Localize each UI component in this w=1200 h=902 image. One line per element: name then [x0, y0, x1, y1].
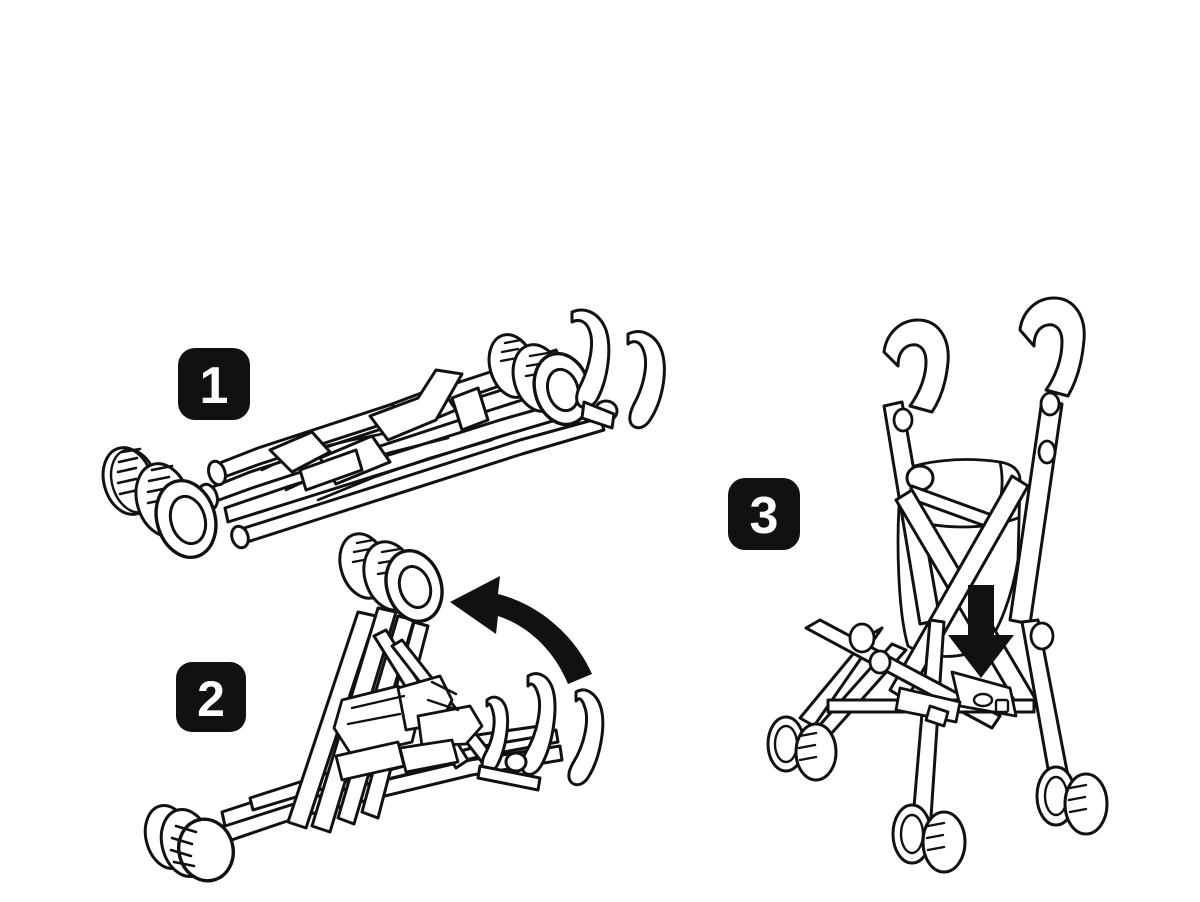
- hinge-block-1: [268, 430, 332, 474]
- handle-collar-left-step3: [892, 407, 914, 433]
- seat-crease-d-step2: [426, 698, 460, 712]
- step-badge-2-number: 2: [197, 671, 225, 727]
- folded-seat-cluster-step2: [332, 684, 422, 758]
- leg-joint-left-step3: [848, 622, 876, 654]
- step-badge-2-bg: [176, 662, 246, 732]
- latch-hole-step3: [972, 692, 994, 708]
- step-badge-3: 3: [728, 478, 800, 550]
- wheel-fl-treads: [797, 731, 818, 762]
- latch-clip: [298, 448, 364, 492]
- push-down-arrow-shape: [948, 585, 1014, 678]
- wheel-rr-near-outer: [1063, 772, 1109, 836]
- leg-joint-left-2-step3: [868, 649, 892, 675]
- seat-strut-c: [316, 438, 494, 502]
- wheel-raised-near-hub: [397, 564, 433, 610]
- step-badge-1: 1: [178, 348, 250, 420]
- seat-crease-c-step2: [430, 680, 458, 696]
- front-wheel-group-step1: [487, 333, 592, 427]
- leg-joint-right-step3: [1029, 621, 1055, 651]
- rotate-arrow: [450, 576, 592, 684]
- raised-wheel-group-step2: [338, 532, 444, 623]
- handle-shaft-step1: [580, 400, 616, 430]
- folded-seat-panel: [368, 368, 464, 442]
- push-down-arrow: [948, 585, 1014, 678]
- wheel-ground-treads-step2: [169, 824, 198, 868]
- wheel-fc-treads: [925, 821, 946, 852]
- handle-hook-c-step2: [567, 688, 605, 787]
- handle-collar-right-step3: [1039, 391, 1061, 417]
- handle-shaft-step2: [476, 764, 542, 792]
- cross-bar-down-left-step3: [888, 474, 1030, 702]
- latch-slot-step3: [994, 698, 1010, 714]
- handle-hook-left-step3: [882, 318, 950, 414]
- wheel-rear-near-hub: [168, 494, 208, 546]
- wheel-front-near-hub: [545, 367, 581, 413]
- step-2-illustration: 2: [143, 532, 605, 883]
- ground-wheel-group-step2: [143, 803, 235, 883]
- step-badge-3-bg: [728, 478, 800, 550]
- step-1-illustration: 1: [101, 308, 666, 560]
- wheel-fl-near-outer: [794, 722, 838, 782]
- seat-panel-lower-step2: [416, 704, 484, 748]
- latch-block-step2: [398, 738, 460, 774]
- handle-hook-left-step1: [570, 308, 611, 410]
- handle-collar-right-2-step3: [1037, 439, 1057, 465]
- step-badge-3-number: 3: [750, 487, 779, 545]
- hinge-block-4: [450, 386, 490, 432]
- tube-end-cap-b: [207, 459, 227, 487]
- rear-wheel-group-step1: [101, 446, 218, 560]
- wheel-front-left-step3: [766, 715, 838, 782]
- step-badge-2: 2: [176, 662, 246, 732]
- step-badge-1-bg: [178, 348, 250, 420]
- handle-hook-right-step1: [626, 330, 666, 430]
- wheel-rear-right-step3: [1035, 765, 1109, 836]
- handle-joint-knob-step2: [504, 751, 528, 773]
- step-badge-1-number: 1: [200, 357, 229, 415]
- wheel-fc-near-outer: [921, 810, 967, 874]
- tube-end-cap-c: [230, 524, 250, 550]
- rotate-arrow-shape: [450, 576, 592, 684]
- handle-hook-right-step3: [1018, 296, 1086, 398]
- wheel-rear-far-treads: [116, 447, 142, 496]
- wheel-rr-treads: [1067, 783, 1088, 814]
- seat-crease-a-step2: [350, 694, 406, 710]
- latch-tab-step3: [924, 704, 950, 728]
- frame-tube-front-leg: [236, 416, 606, 546]
- wheel-front-center-step3: [891, 803, 967, 874]
- handle-hook-b-step2: [520, 672, 557, 776]
- step-3-illustration: 3: [728, 296, 1109, 874]
- seat-crease-b-step2: [346, 712, 402, 726]
